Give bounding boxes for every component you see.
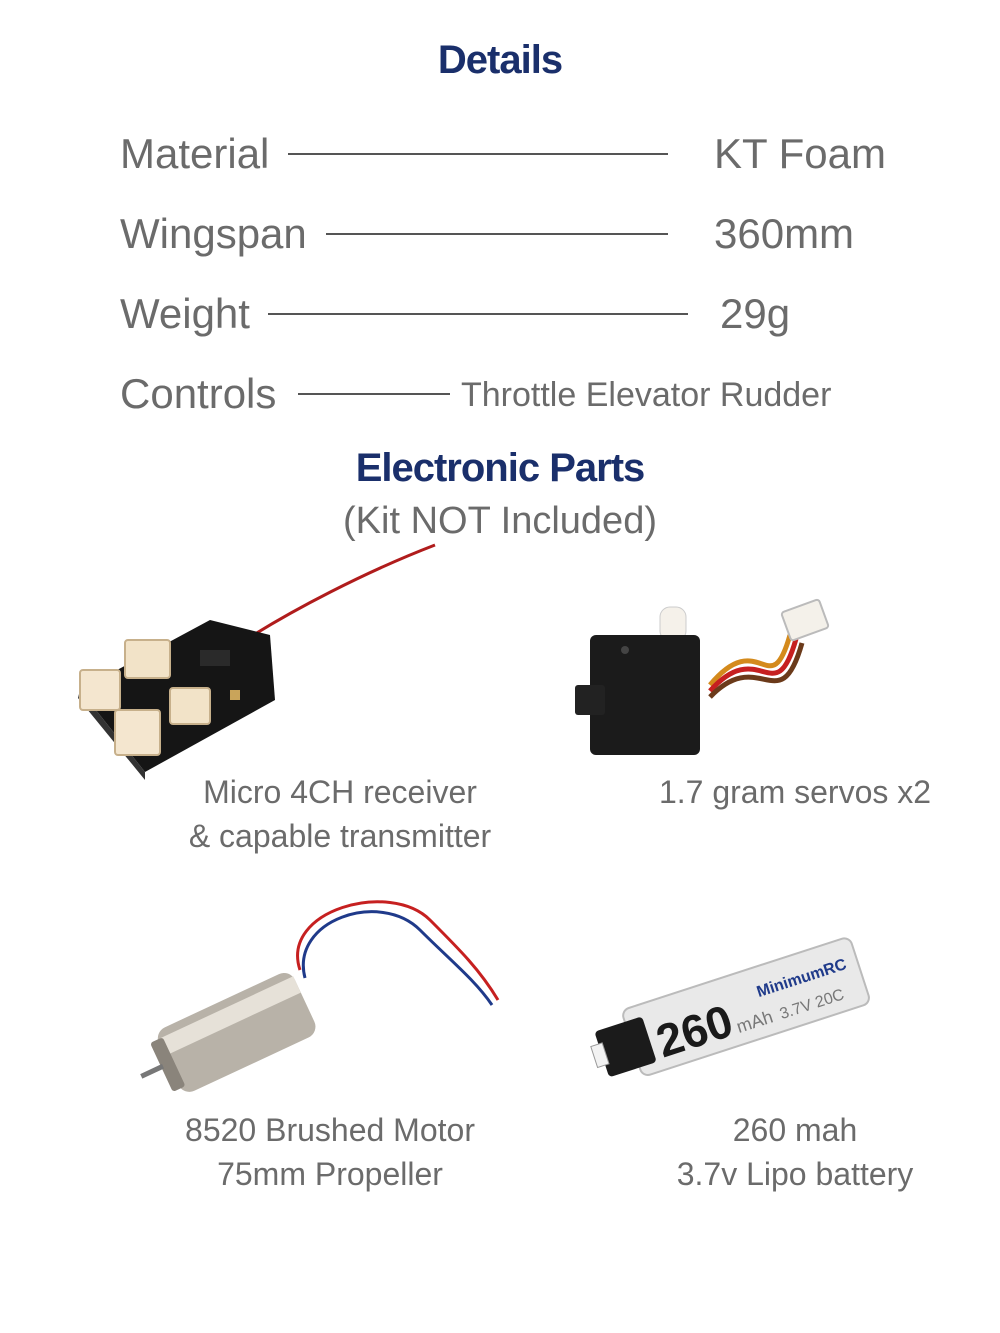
spec-divider xyxy=(288,153,668,155)
servo-caption: 1.7 gram servos x2 xyxy=(620,770,970,814)
servo-caption-line1: 1.7 gram servos x2 xyxy=(658,774,932,810)
battery-caption-line1: 260 mah xyxy=(732,1112,858,1148)
receiver-caption-line2: & capable transmitter xyxy=(188,818,492,854)
receiver-caption: Micro 4CH receiver & capable transmitter xyxy=(140,770,540,858)
electronic-parts-subtitle: (Kit NOT Included) xyxy=(343,500,657,542)
motor-icon xyxy=(140,900,500,1092)
spec-divider xyxy=(326,233,668,235)
spec-label-material: Material xyxy=(120,130,270,177)
spec-value-wingspan: 360mm xyxy=(714,210,855,257)
servo-icon xyxy=(575,598,830,755)
motor-caption-line2: 75mm Propeller xyxy=(217,1156,443,1192)
spec-label-weight: Weight xyxy=(120,290,250,337)
spec-value-controls: Throttle Elevator Rudder xyxy=(461,376,832,414)
spec-label-controls: Controls xyxy=(120,370,277,417)
receiver-caption-line1: Micro 4CH receiver xyxy=(203,774,477,810)
details-title: Details xyxy=(437,38,563,82)
spec-divider xyxy=(268,313,688,315)
electronic-parts-title: Electronic Parts xyxy=(355,446,646,490)
spec-divider xyxy=(298,393,450,395)
battery-icon: 260 mAh 3.7V 20C MinimumRC xyxy=(590,937,870,1077)
receiver-icon xyxy=(78,543,436,780)
spec-value-weight: 29g xyxy=(720,290,791,337)
motor-caption-line1: 8520 Brushed Motor xyxy=(185,1112,475,1148)
spec-label-wingspan: Wingspan xyxy=(120,210,307,257)
battery-caption-line2: 3.7v Lipo battery xyxy=(676,1156,914,1192)
battery-caption: 260 mah 3.7v Lipo battery xyxy=(620,1108,970,1196)
motor-caption: 8520 Brushed Motor 75mm Propeller xyxy=(130,1108,530,1196)
spec-value-material: KT Foam xyxy=(714,130,886,177)
